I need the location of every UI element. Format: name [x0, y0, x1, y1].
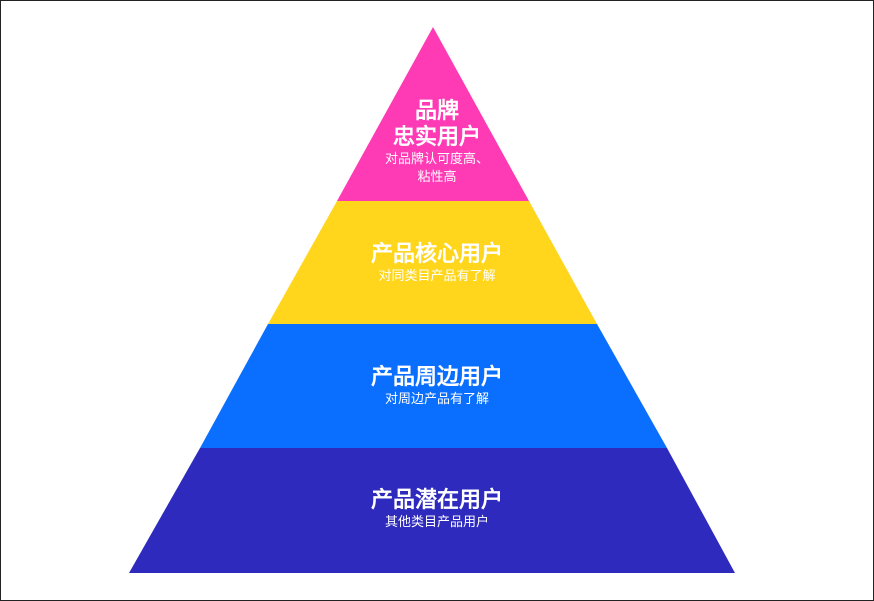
- layer-core-users-desc: 对同类目产品有了解: [378, 269, 496, 284]
- layer-potential-users-title: 产品潜在用户: [370, 488, 503, 513]
- pyramid-layer-peripheral-users: [200, 324, 667, 448]
- layer-brand-loyal-title-line1: 品牌: [414, 99, 459, 124]
- layer-brand-loyal-desc-line1: 对品牌认可度高、: [384, 152, 489, 167]
- layer-peripheral-users-text: 产品周边用户 对周边产品有了解: [1, 365, 873, 409]
- layer-peripheral-users-title: 产品周边用户: [370, 365, 503, 390]
- pyramid-layer-brand-loyal: [337, 27, 529, 201]
- layer-potential-users-desc: 其他类目产品用户: [384, 515, 489, 530]
- layer-potential-users-text: 产品潜在用户 其他类目产品用户: [1, 488, 873, 532]
- layer-core-users-title: 产品核心用户: [370, 242, 503, 267]
- pyramid-layer-core-users: [268, 201, 597, 324]
- layer-core-users-text: 产品核心用户 对同类目产品有了解: [1, 242, 873, 286]
- layer-peripheral-users-desc: 对周边产品有了解: [384, 392, 489, 407]
- pyramid-layer-potential-users: [129, 448, 735, 573]
- layer-brand-loyal-text: 品牌 忠实用户 对品牌认可度高、 粘性高: [1, 99, 873, 187]
- layer-brand-loyal-title-line2: 忠实用户: [392, 125, 481, 150]
- layer-brand-loyal-desc-line2: 粘性高: [417, 170, 457, 185]
